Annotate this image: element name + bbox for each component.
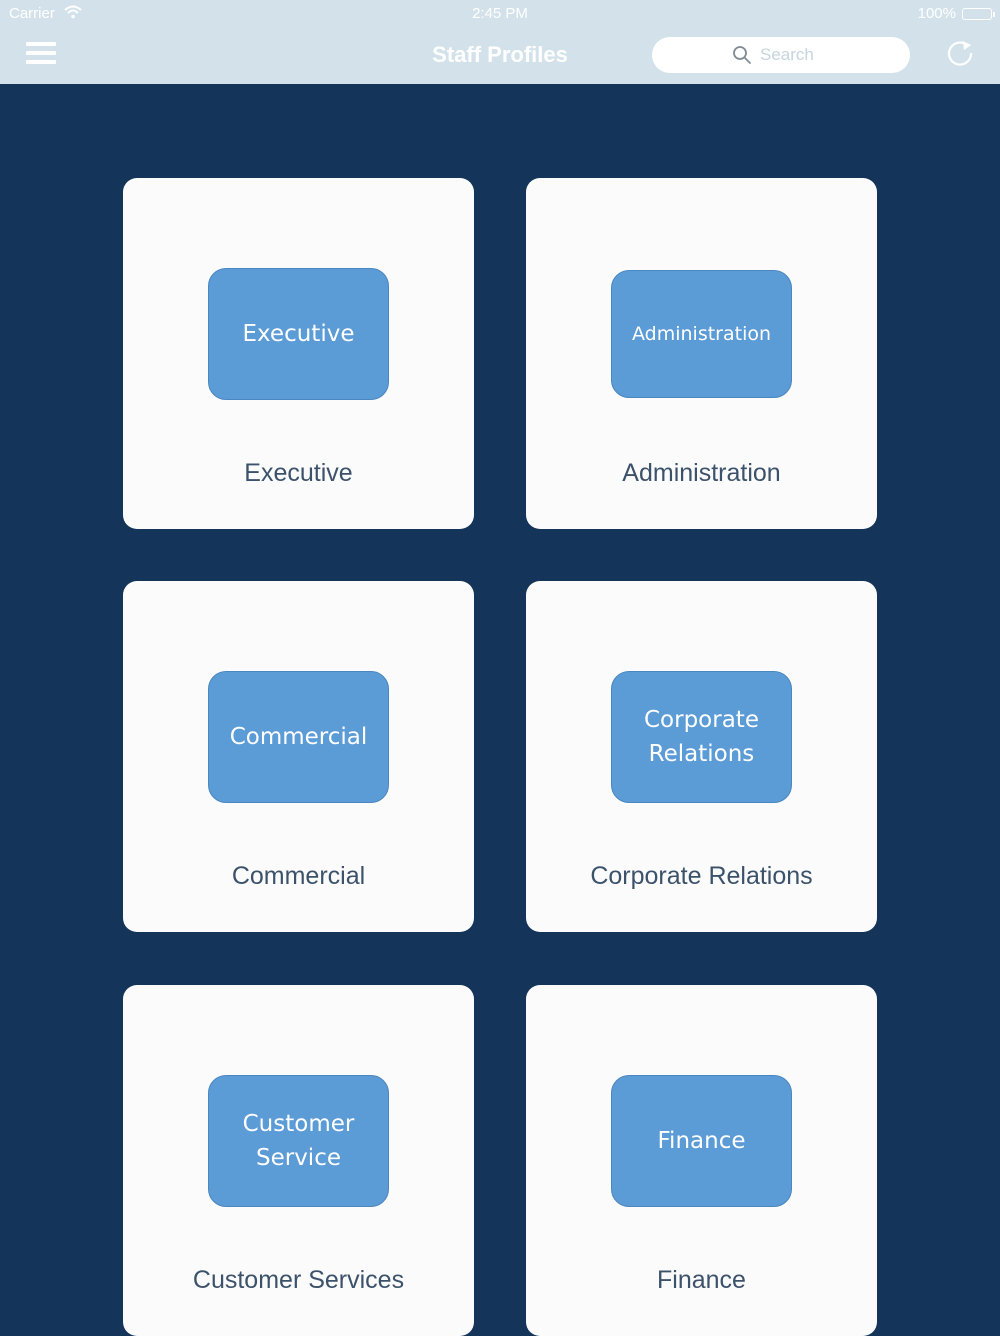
battery-percent: 100% — [917, 5, 956, 22]
wifi-icon — [64, 5, 82, 23]
status-bar: Carrier 2:45 PM 100% — [0, 0, 1000, 28]
department-label: Customer Services — [192, 1266, 405, 1294]
search-icon — [733, 46, 751, 64]
department-tile: Administration — [611, 270, 792, 398]
department-tile: Finance — [611, 1075, 792, 1207]
department-tile: Executive — [208, 268, 389, 400]
search-input[interactable] — [760, 45, 830, 65]
department-tile: Commercial — [208, 671, 389, 803]
search-bar[interactable] — [652, 37, 910, 73]
department-card-finance[interactable]: Finance Finance — [526, 985, 877, 1336]
department-card-corporate-relations[interactable]: Corporate Relations Corporate Relations — [526, 581, 877, 932]
refresh-icon[interactable] — [944, 38, 976, 70]
top-bar: Carrier 2:45 PM 100% Staff Profiles — [0, 0, 1000, 84]
department-tile: Customer Service — [208, 1075, 389, 1207]
department-label: Administration — [622, 459, 781, 487]
department-tile: Corporate Relations — [611, 671, 792, 803]
department-card-administration[interactable]: Administration Administration — [526, 178, 877, 529]
department-label: Executive — [244, 459, 353, 487]
department-card-executive[interactable]: Executive Executive — [123, 178, 474, 529]
department-label: Finance — [657, 1266, 746, 1294]
hamburger-menu-icon[interactable] — [26, 42, 56, 66]
carrier-label: Carrier — [9, 5, 55, 22]
status-time: 2:45 PM — [472, 5, 528, 22]
page-title: Staff Profiles — [432, 42, 568, 67]
battery-icon — [962, 8, 995, 20]
department-card-commercial[interactable]: Commercial Commercial — [123, 581, 474, 932]
department-label: Corporate Relations — [590, 862, 813, 890]
department-label: Commercial — [231, 862, 366, 890]
department-card-customer-service[interactable]: Customer Service Customer Services — [123, 985, 474, 1336]
